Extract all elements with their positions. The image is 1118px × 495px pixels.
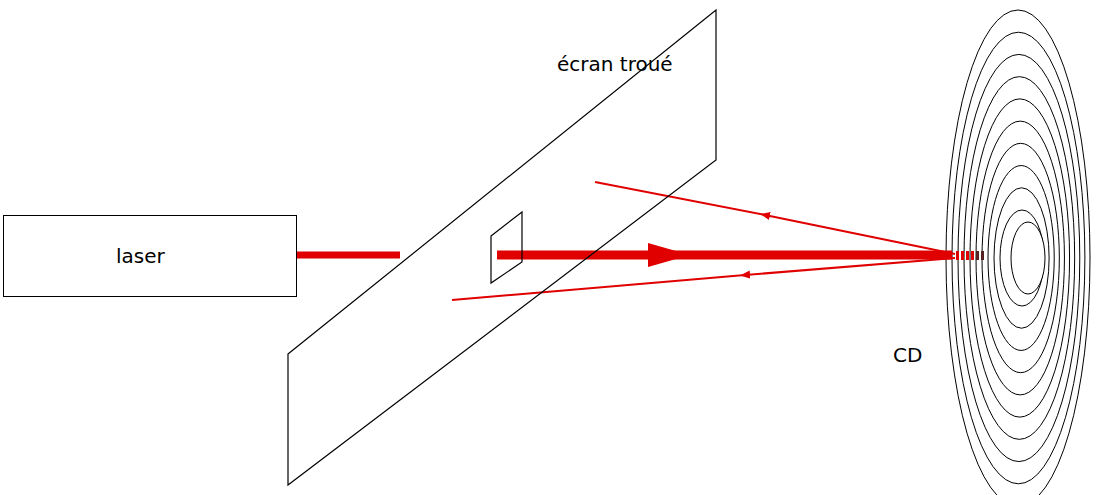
- screen-with-hole: écran troué: [287, 8, 719, 488]
- laser-box: laser: [3, 215, 297, 297]
- part-label: CD: [893, 343, 922, 367]
- track-dashes: [956, 251, 984, 260]
- reflected-ray: [452, 275, 745, 300]
- device-label: laser: [116, 244, 165, 268]
- reflected-ray: [745, 258, 955, 275]
- beam-arrow: [648, 243, 690, 267]
- reflected-ray: [765, 215, 955, 254]
- cd-disc: [946, 10, 1090, 495]
- incident-beam: [497, 251, 952, 260]
- screen-outline: [287, 8, 719, 488]
- screen-label: écran troué: [557, 52, 673, 76]
- laser-beam: [297, 252, 400, 259]
